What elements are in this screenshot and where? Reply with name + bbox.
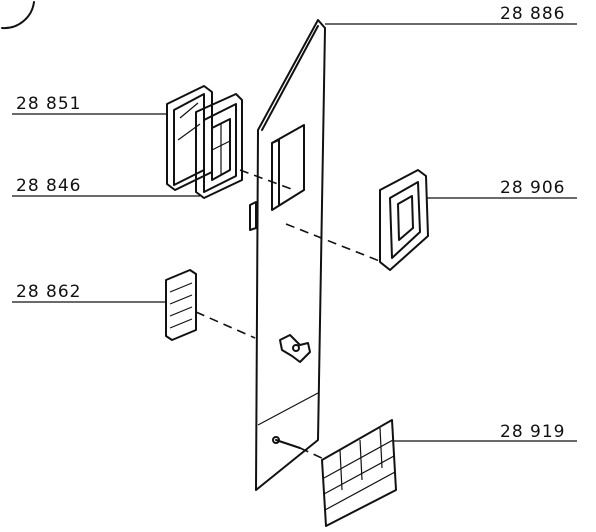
corner-circle-mark <box>1 1 35 30</box>
assembly-line <box>299 447 327 461</box>
assembly-line <box>239 169 295 191</box>
part-label-28886: 28 886 <box>500 4 566 24</box>
window-frame-drawing <box>195 93 243 199</box>
part-label-28919: 28 919 <box>500 422 566 442</box>
brick-pillar-drawing <box>165 269 197 341</box>
part-label-28851: 28 851 <box>16 94 82 114</box>
part-label-28862: 28 862 <box>16 282 82 302</box>
door-frame-drawing <box>379 169 429 271</box>
brick-plate-drawing <box>321 419 397 527</box>
glass-insert-drawing <box>166 85 213 191</box>
assembly-line <box>195 311 256 339</box>
part-label-28906: 28 906 <box>500 178 566 198</box>
part-label-28846: 28 846 <box>16 176 82 196</box>
wall-panel-drawing <box>249 19 326 491</box>
assembly-line <box>285 223 383 263</box>
